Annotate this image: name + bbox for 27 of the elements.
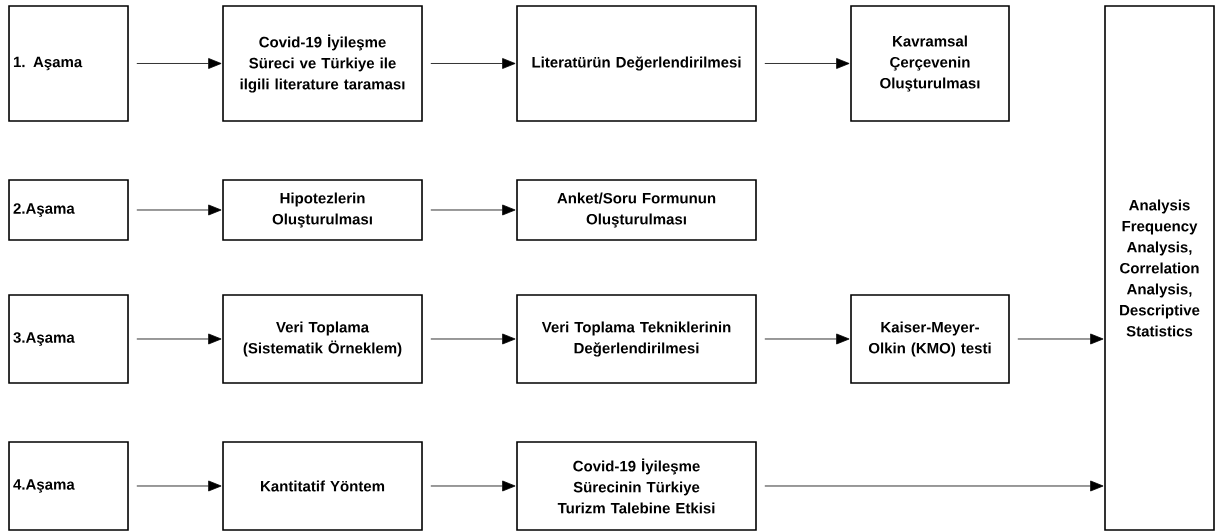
process-box: Literatürün Değerlendirilmesi: [516, 5, 757, 122]
process-box: Analysis Frequency Analysis, Correlation Analysis, Descriptive Statistics: [1104, 5, 1215, 531]
arrow: [764, 333, 850, 345]
process-box: Anket/Soru Formunun Oluşturulması: [516, 179, 757, 241]
process-box: Covid-19 İyileşme Sürecinin Türkiye Turizm Talebine Etkisi: [516, 441, 757, 531]
arrow: [764, 480, 1104, 492]
process-box: Covid-19 İyileşme Süreci ve Türkiye ile ilgili literature taraması: [222, 5, 423, 122]
arrow: [136, 333, 222, 345]
arrow: [430, 204, 516, 216]
stage-box: 2.Aşama: [8, 179, 129, 241]
stage-box: 3.Aşama: [8, 294, 129, 384]
stage-box: 1. Aşama: [8, 5, 129, 122]
process-box: Veri Toplama (Sistematik Örneklem): [222, 294, 423, 384]
arrow: [430, 58, 516, 69]
process-box: Kaiser-Meyer-Olkin (KMO) testi: [850, 294, 1010, 384]
process-box: Veri Toplama Tekniklerinin Değerlendirilmesi: [516, 294, 757, 384]
process-box: Kantitatif Yöntem: [222, 441, 423, 531]
arrow: [136, 58, 222, 69]
arrow: [1017, 333, 1104, 345]
stage-box: 4.Aşama: [8, 441, 129, 531]
arrow: [136, 480, 222, 492]
arrow: [430, 333, 516, 345]
arrow: [764, 58, 850, 69]
process-box: Kavramsal Çerçevenin Oluşturulması: [850, 5, 1010, 122]
arrow: [136, 204, 222, 216]
process-box: Hipotezlerin Oluşturulması: [222, 179, 423, 241]
arrow: [430, 480, 516, 492]
